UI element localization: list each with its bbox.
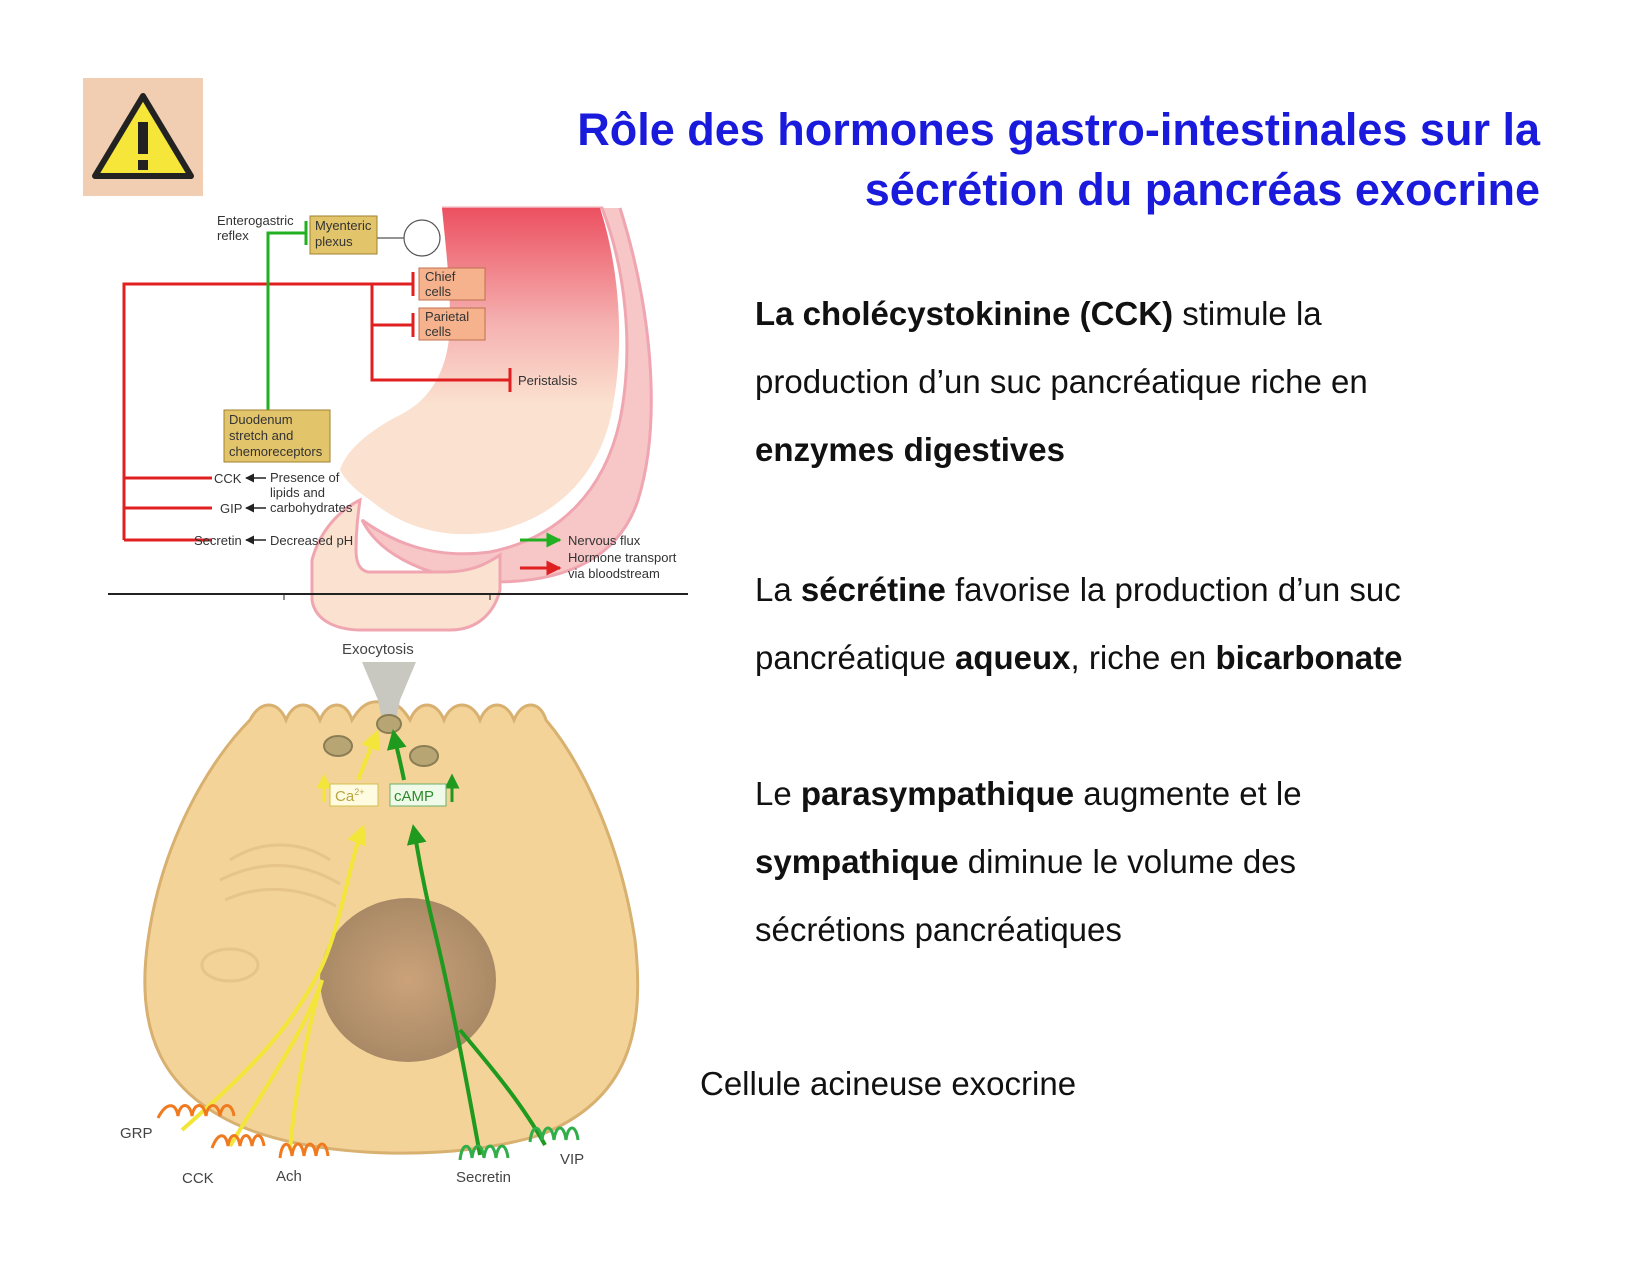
gip-label: GIP: [220, 501, 242, 516]
cck-paragraph: La cholécystokinine (CCK) stimule la pro…: [755, 280, 1555, 484]
presence-label-3: carbohydrates: [270, 500, 353, 515]
acinar-cell-figure: Ca2+ cAMP Exocytosis GRP CCK Ach Secreti…: [120, 641, 640, 1187]
nervous-pathway: [266, 221, 308, 410]
ca-label: Ca2+: [335, 787, 364, 805]
red-main-vertical: [122, 282, 413, 540]
stomach-figure: [310, 206, 653, 632]
green-vertical: [266, 231, 306, 410]
stomach-shape: [360, 206, 653, 584]
enterogastric-label-2: reflex: [217, 228, 249, 243]
title-line-2: sécrétion du pancréas exocrine: [864, 164, 1540, 215]
receptor-grp: [156, 1104, 236, 1119]
granule-1: [376, 714, 402, 734]
cck-term: La cholécystokinine (CCK): [755, 295, 1174, 332]
bicarbonate-term: bicarbonate: [1215, 639, 1403, 676]
sympathique-term: sympathique: [755, 843, 959, 880]
presence-label-1: Presence of: [270, 470, 340, 485]
text: stimule la: [1173, 295, 1322, 332]
granule-2: [323, 735, 353, 757]
duodenum-label-1: Duodenum: [229, 412, 293, 427]
legend-nervous-label: Nervous flux: [568, 533, 641, 548]
nervous-paragraph: Le parasympathique augmente et le sympat…: [755, 760, 1555, 964]
secretin-paragraph: La sécrétine favorise la production d’un…: [755, 556, 1555, 692]
gastro-diagram: Enterogastric reflex Myenteric plexus Ch…: [108, 206, 688, 1187]
chief-label-1: Chief: [425, 269, 456, 284]
camp-path-1: [406, 824, 482, 1156]
presence-label-2: lipids and: [270, 485, 325, 500]
nucleus: [320, 898, 496, 1062]
organelle-er-3: [224, 887, 337, 908]
cck-cell-label: CCK: [182, 1170, 214, 1187]
peristalsis-label: Peristalsis: [518, 373, 578, 388]
myenteric-lens: [403, 219, 441, 257]
secretin-stomach-label: Secretin: [194, 533, 242, 548]
aqueux-term: aqueux: [954, 639, 1071, 676]
red-to-peristalsis: [370, 325, 510, 382]
ca-path-1: [180, 824, 367, 1132]
mitochondrion: [200, 947, 260, 983]
text: , riche en: [1070, 639, 1216, 676]
chief-box: [418, 267, 486, 301]
text: Le: [755, 775, 801, 812]
parietal-box: [418, 307, 486, 341]
enzymes-term: enzymes digestives: [755, 431, 1065, 468]
exocytosis-plume: [362, 662, 416, 720]
parietal-label-2: cells: [425, 324, 452, 339]
ca-path-3: [288, 979, 324, 1151]
receptor-secretin: [458, 1144, 510, 1161]
camp-label-box: [389, 783, 447, 807]
slide-title: Rôle des hormones gastro-intestinales su…: [390, 100, 1540, 220]
duodenum-shape: [310, 497, 502, 632]
text: La: [755, 571, 801, 608]
vip-label: VIP: [560, 1151, 584, 1168]
receptor-vip: [528, 1126, 580, 1143]
granule-3: [409, 745, 439, 767]
stomach-lumen: [340, 208, 620, 535]
camp-path-upper: [386, 729, 407, 781]
organelle-er-2: [219, 864, 341, 886]
legend-hormone-label-2: via bloodstream: [568, 566, 660, 581]
ca-path-upper: [356, 729, 381, 781]
cell-caption: Cellule acineuse exocrine: [700, 1065, 1077, 1102]
receptor-ach: [278, 1142, 330, 1159]
text: diminue le volume des: [958, 843, 1297, 880]
decreased-ph-label: Decreased pH: [270, 533, 353, 548]
warning-icon-panel: [83, 78, 203, 196]
duodenum-label-2: stretch and: [229, 428, 293, 443]
duodenum-box: [223, 409, 331, 463]
ca-label-box: [329, 783, 379, 807]
grp-label: GRP: [120, 1125, 153, 1142]
cck-stomach-label: CCK: [214, 471, 242, 486]
camp-label: cAMP: [394, 788, 434, 805]
warning-triangle-icon: [92, 93, 194, 179]
text: sécrétions pancréatiques: [755, 911, 1122, 948]
parietal-label-1: Parietal: [425, 309, 469, 324]
duodenum-label-3: chemoreceptors: [229, 444, 323, 459]
organelle-er-1: [229, 843, 331, 862]
myenteric-label-2: plexus: [315, 234, 353, 249]
secretin-term: sécrétine: [800, 571, 946, 608]
text: production d’un suc pancréatique riche e…: [755, 363, 1368, 400]
ach-label: Ach: [276, 1168, 302, 1185]
text: pancréatique: [755, 639, 955, 676]
enterogastric-label-1: Enterogastric: [217, 213, 294, 228]
text: augmente et le: [1074, 775, 1302, 812]
exocytosis-label: Exocytosis: [342, 641, 414, 658]
title-line-1: Rôle des hormones gastro-intestinales su…: [577, 104, 1540, 155]
parasympathique-term: parasympathique: [800, 775, 1075, 812]
receptor-cck: [210, 1134, 266, 1149]
myenteric-label-1: Myenteric: [315, 218, 372, 233]
chief-label-2: cells: [425, 284, 452, 299]
camp-path-2: [458, 1028, 547, 1146]
hormone-pathways: [122, 272, 512, 542]
text: favorise la production d’un suc: [945, 571, 1401, 608]
myenteric-box: [309, 215, 378, 255]
legend-hormone-label-1: Hormone transport: [568, 550, 677, 565]
red-to-parietal: [370, 284, 413, 327]
secretin-cell-label: Secretin: [456, 1169, 511, 1186]
